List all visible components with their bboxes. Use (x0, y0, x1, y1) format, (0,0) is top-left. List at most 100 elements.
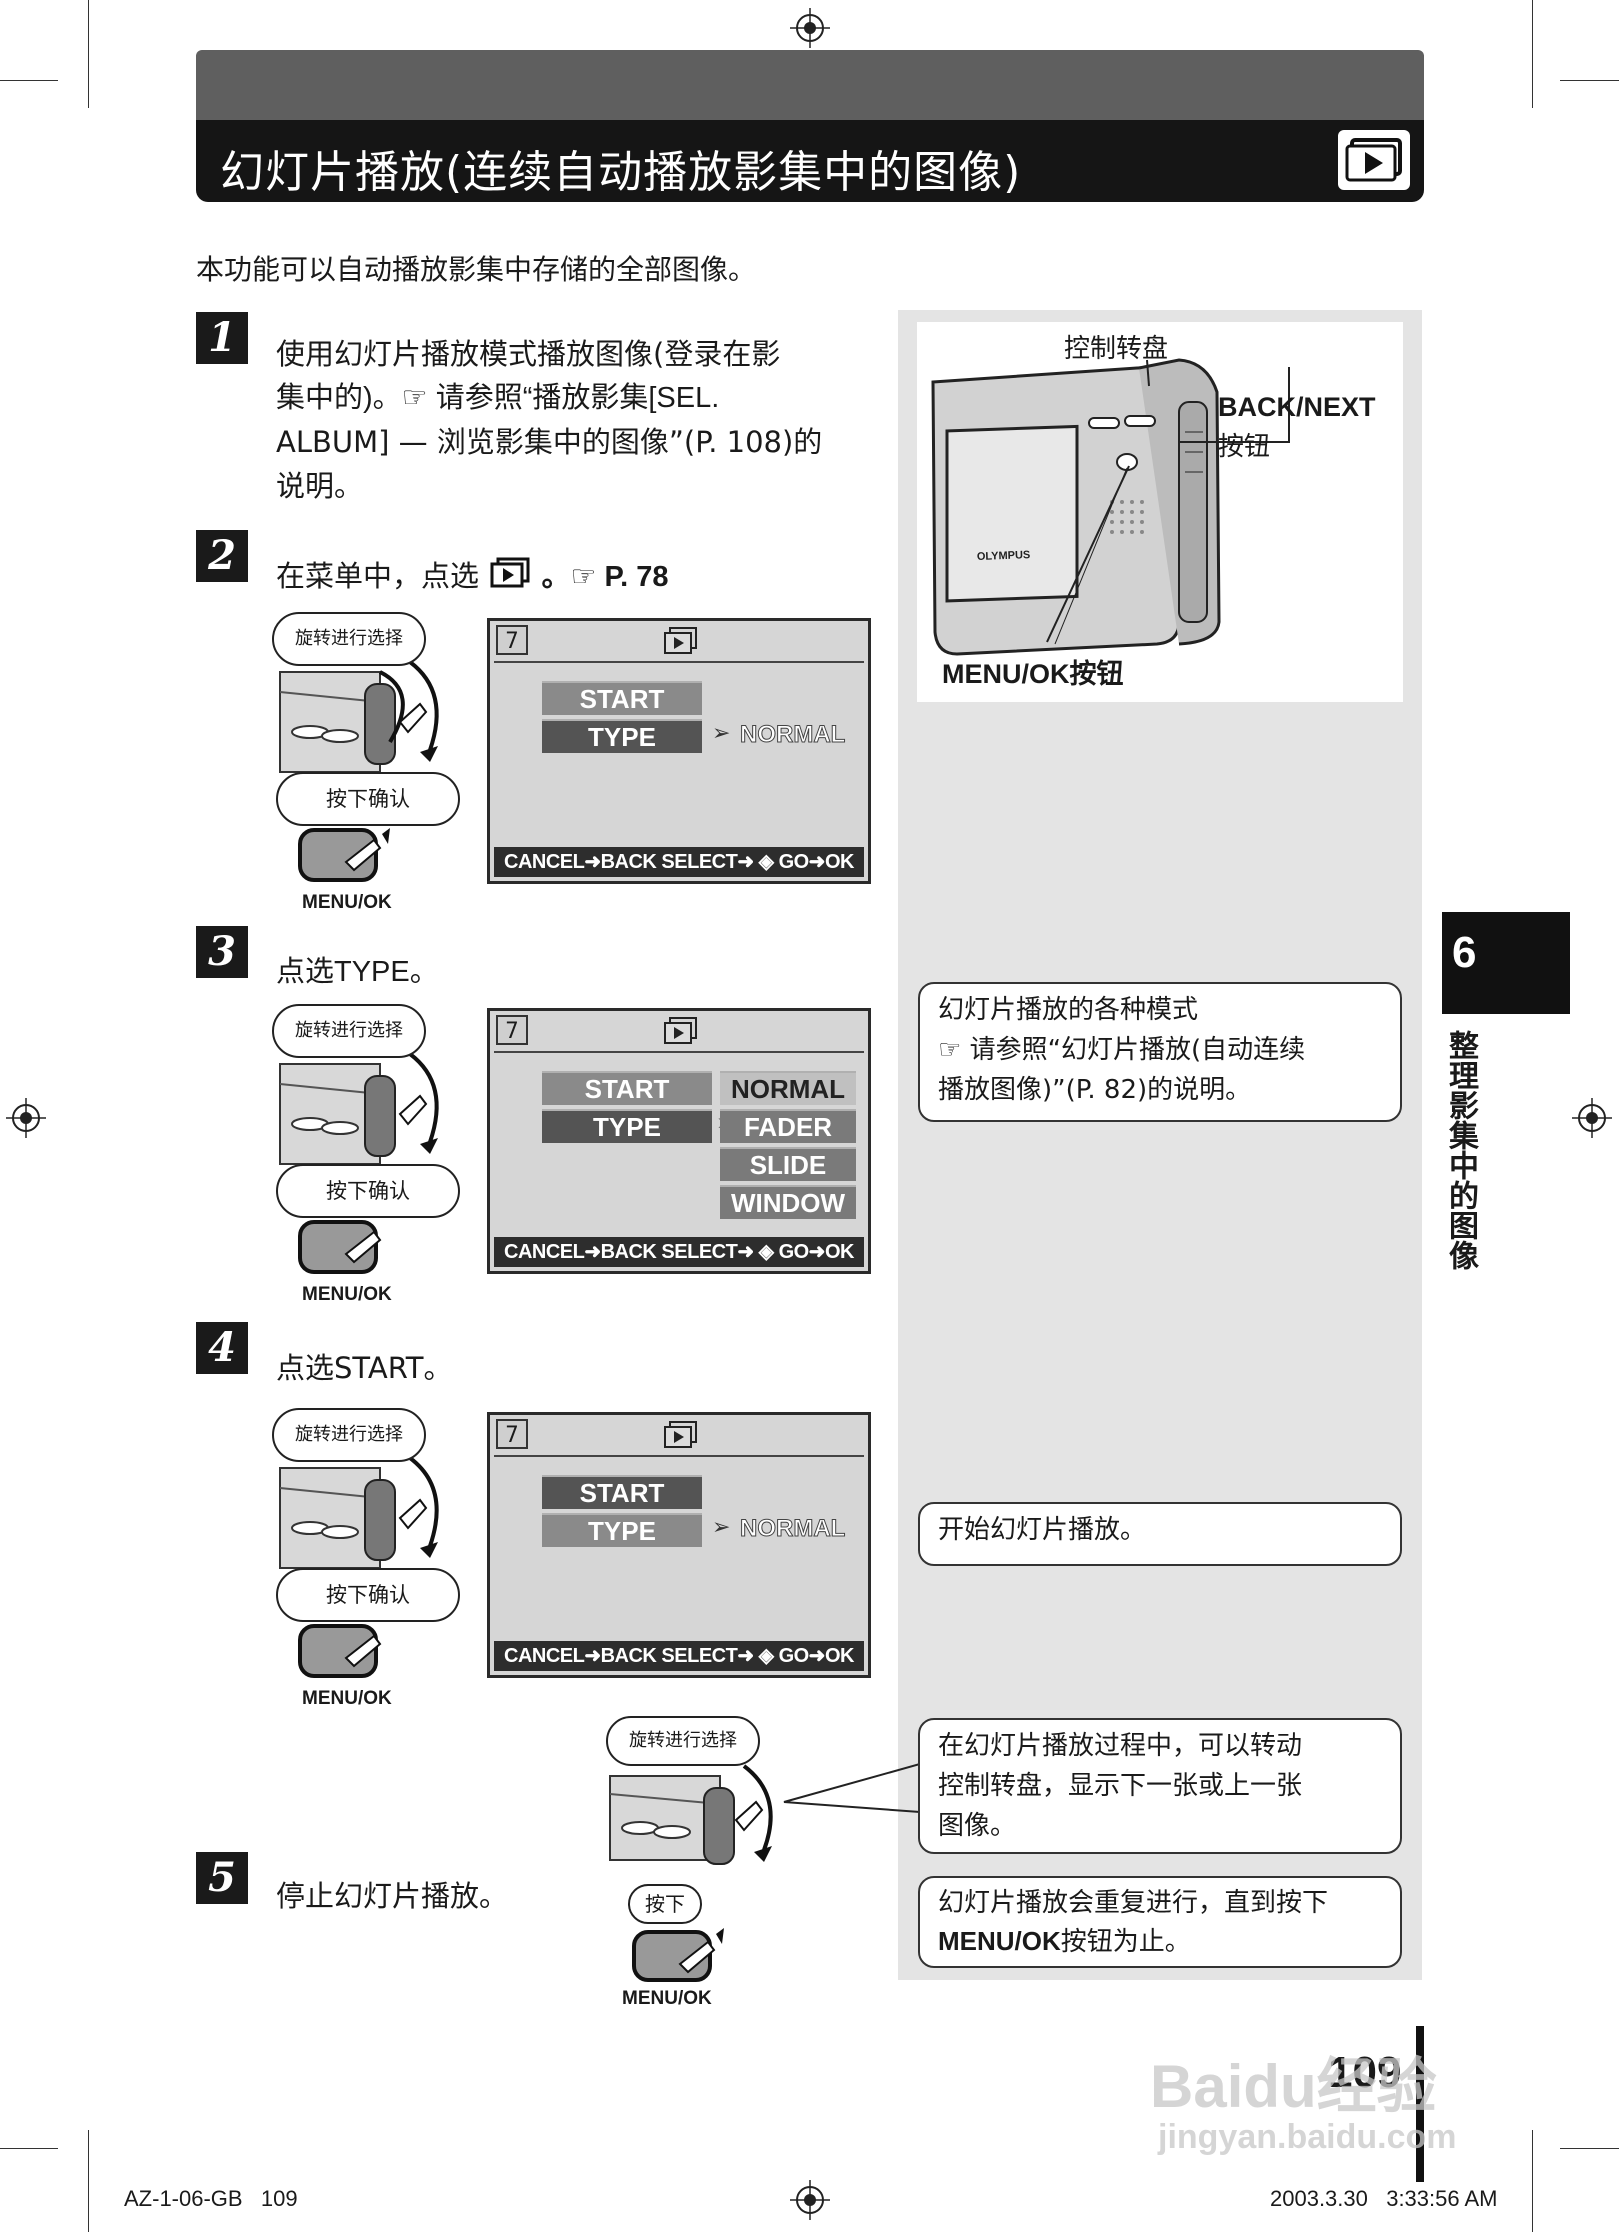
header-band (196, 50, 1424, 120)
note-line: 幻灯片播放的各种模式 (938, 995, 1199, 1025)
menu-ok-caption: MENU/OK (302, 1688, 392, 1709)
watermark-logo: Baidu经验 (1150, 2053, 1437, 2120)
crop-mark (0, 80, 58, 81)
step-1-line: ALBUM] — 浏览影集中的图像”(P. 108)的 (276, 425, 823, 459)
album-playback-icon (660, 1419, 700, 1455)
rotate-bubble: 旋转进行选择 (272, 1004, 426, 1058)
album-playback-icon (1338, 130, 1410, 190)
registration-mark-icon (790, 8, 830, 48)
note-line: 控制转盘，显示下一张或上一张 (938, 1771, 1303, 1801)
note-line: 幻灯片播放会重复进行，直到按下 (938, 1888, 1329, 1918)
step-3-text: 点选TYPE。 (276, 956, 439, 988)
crop-mark (1532, 2130, 1533, 2232)
chapter-number: 6 (1452, 928, 1477, 977)
album-playback-icon (660, 1015, 700, 1051)
menu-item-start[interactable]: START (542, 1071, 712, 1105)
crop-mark (1560, 80, 1619, 81)
lcd-screen: 7 START TYPE ➢ NORMAL CANCEL➜BACK SELECT… (487, 1412, 871, 1678)
camera-diagram: OLYMPUS (917, 322, 1403, 702)
press-confirm-bubble: 按下确认 (276, 772, 460, 826)
note-modes: 幻灯片播放的各种模式 ☞ 请参照“幻灯片播放(自动连续 播放图像)”(P. 82… (918, 982, 1402, 1122)
arrow-right-icon: ➢ (712, 721, 731, 746)
screen-divider (494, 1051, 864, 1053)
screen-number: 7 (496, 1419, 528, 1449)
lcd-screen: 7 START TYPE ➢ NORMAL CANCEL➜BACK SELECT… (487, 618, 871, 884)
chapter-tab (1442, 912, 1570, 1014)
screen-number: 7 (496, 625, 528, 655)
screen-control-bar: CANCEL➜BACK SELECT➜ ◈ GO➜OK (494, 1237, 864, 1267)
menu-item-start[interactable]: START (542, 1475, 702, 1509)
screen-number: 7 (496, 1015, 528, 1045)
screen-divider (494, 1455, 864, 1457)
step-2-number: 2 (196, 530, 248, 582)
screen-divider (494, 661, 864, 663)
rotate-bubble: 旋转进行选择 (272, 612, 426, 666)
album-playback-icon (488, 555, 532, 601)
note-stop: 幻灯片播放会重复进行，直到按下 MENU/OK按钮为止。 (918, 1876, 1402, 1968)
page-number: 109 (1328, 2048, 1402, 2097)
step-2-text-pre: 在菜单中，点选 (276, 559, 480, 593)
intro-text: 本功能可以自动播放影集中存储的全部图像。 (196, 253, 757, 286)
step-1-line: 集中的)。☞ 请参照“播放影集[SEL. (276, 382, 720, 414)
menu-item-type[interactable]: TYPE (542, 1109, 712, 1143)
lcd-screen: 7 START TYPE ➢ NORMAL FADER SLIDE WINDOW… (487, 1008, 871, 1274)
registration-mark-icon (1572, 1098, 1612, 1138)
step-5-number: 5 (196, 1852, 248, 1904)
registration-mark-icon (790, 2180, 830, 2220)
step-1-number: 1 (196, 312, 248, 364)
type-option[interactable]: WINDOW (720, 1185, 856, 1219)
registration-mark-icon (6, 1098, 46, 1138)
album-playback-icon (660, 625, 700, 661)
crop-mark (88, 0, 89, 108)
screen-control-bar: CANCEL➜BACK SELECT➜ ◈ GO➜OK (494, 1641, 864, 1671)
type-value: NORMAL (739, 1515, 846, 1543)
note-line: 在幻灯片播放过程中，可以转动 (938, 1731, 1303, 1761)
dial-illustration: 旋转进行选择 (604, 1716, 824, 1866)
note-line: 播放图像)”(P. 82)的说明。 (938, 1075, 1252, 1105)
menu-ok-caption: MENU/OK (622, 1988, 712, 2009)
screen-control-bar: CANCEL➜BACK SELECT➜ ◈ GO➜OK (494, 847, 864, 877)
footer-left: AZ-1-06-GB 109 (124, 2186, 298, 2211)
menu-ok-label: MENU/OK按钮 (942, 659, 1124, 689)
note-line: ☞ 请参照“幻灯片播放(自动连续 (938, 1035, 1306, 1065)
arrow-right-icon: ➢ (712, 1515, 731, 1540)
step-4-number: 4 (196, 1322, 248, 1374)
type-value: NORMAL (739, 721, 846, 749)
note-line-rest: 按钮为止。 (1060, 1927, 1191, 1957)
watermark-url: jingyan.baidu.com (1158, 2118, 1457, 2156)
step-4-text: 点选START。 (276, 1351, 453, 1385)
step-1-line: 说明。 (276, 469, 364, 503)
header-bar (196, 120, 1424, 202)
step-2-text-post: 。☞ P. 78 (541, 561, 669, 593)
back-next-button-label: 按钮 (1218, 432, 1271, 462)
page-edge-bar (1416, 2026, 1424, 2182)
menu-ok-caption: MENU/OK (302, 892, 392, 913)
type-option[interactable]: NORMAL (720, 1071, 856, 1105)
note-line: MENU/OK按钮为止。 (938, 1922, 1382, 1961)
crop-mark (1560, 2148, 1619, 2149)
press-confirm-bubble: 按下确认 (276, 1568, 460, 1622)
dial-illustration: 旋转进行选择 按下确认 (270, 1004, 470, 1294)
crop-mark (88, 2130, 89, 2232)
note-line: 图像。 (938, 1811, 1017, 1841)
dial-label: 控制转盘 (1064, 334, 1169, 364)
menu-item-type[interactable]: TYPE (542, 719, 702, 753)
step-1-text: 使用幻灯片播放模式播放图像(登录在影 集中的)。☞ 请参照“播放影集[SEL. … (276, 332, 896, 508)
step-2-text: 在菜单中，点选 。☞ P. 78 (276, 554, 668, 601)
press-bubble: 按下 (628, 1884, 702, 1924)
dial-illustration: 旋转进行选择 按下确认 (270, 1408, 470, 1698)
menu-item-type[interactable]: TYPE (542, 1513, 702, 1547)
menu-ok-button-illustration: 按下 (620, 1882, 760, 1992)
camera-illustration: OLYMPUS (931, 358, 1290, 656)
menu-item-start[interactable]: START (542, 681, 702, 715)
camera-brand-label: OLYMPUS (977, 549, 1031, 563)
rotate-bubble: 旋转进行选择 (606, 1716, 760, 1766)
menu-ok-caption: MENU/OK (302, 1284, 392, 1305)
type-option[interactable]: SLIDE (720, 1147, 856, 1181)
note-start: 开始幻灯片播放。 (918, 1502, 1402, 1566)
back-next-label: BACK/NEXT (1218, 392, 1376, 422)
step-1-line: 使用幻灯片播放模式播放图像(登录在影 (276, 337, 781, 371)
crop-mark (1532, 0, 1533, 108)
page-title: 幻灯片播放(连续自动播放影集中的图像) (220, 147, 1022, 198)
type-option[interactable]: FADER (720, 1109, 856, 1143)
